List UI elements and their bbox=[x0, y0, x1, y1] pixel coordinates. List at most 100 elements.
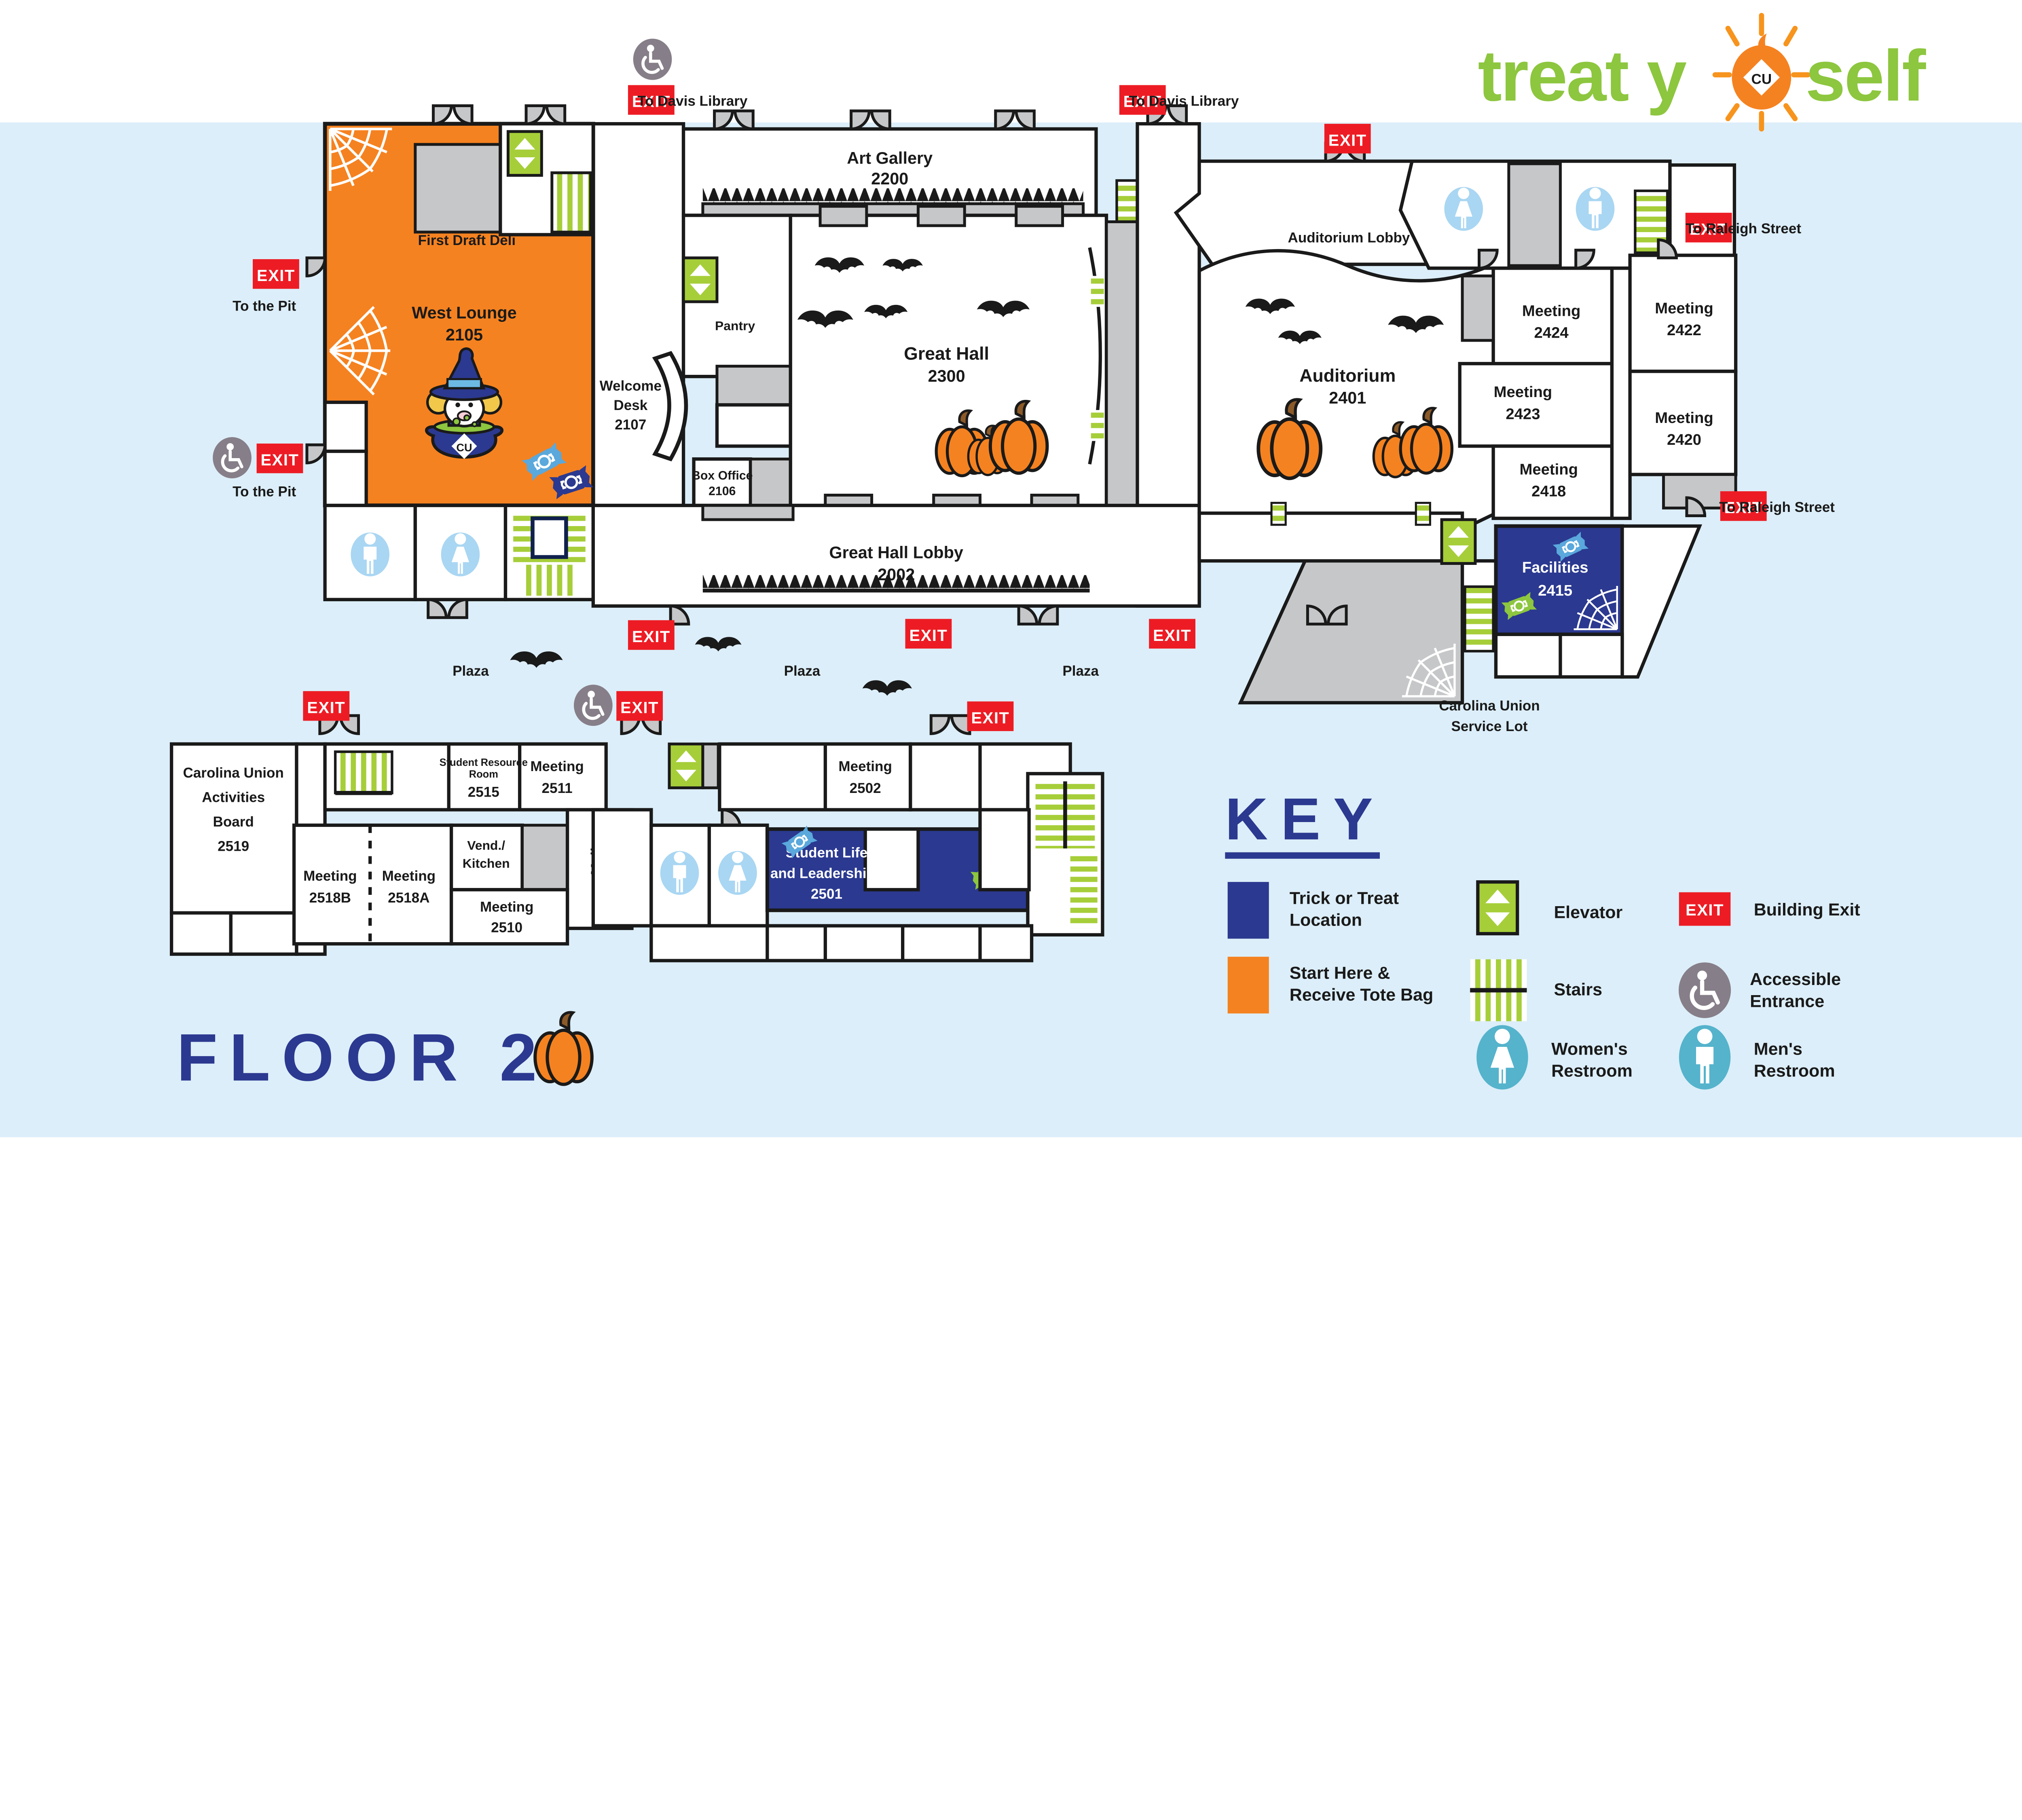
facilities-room bbox=[1494, 524, 1624, 636]
legend-trick-swatch bbox=[1227, 882, 1269, 939]
meeting-2423-room bbox=[1458, 362, 1614, 448]
to-the-pit-label: To the Pit bbox=[233, 484, 296, 500]
plaza-exits: EXIT EXIT EXIT Plaza Plaza Plaza bbox=[453, 619, 1195, 696]
meeting-2422-label: Meeting bbox=[1655, 300, 1713, 317]
meeting-2518b-label: Meeting bbox=[303, 868, 357, 884]
exit-sign-raleigh-1: EXIT To Raleigh Street bbox=[1685, 213, 1801, 243]
facilities-block: Facilities 2415 Carolina Union Service L… bbox=[1439, 524, 1702, 734]
small-room bbox=[715, 403, 792, 448]
legend-elevator-label: Elevator bbox=[1554, 903, 1622, 922]
plaza-label: Plaza bbox=[1062, 663, 1099, 679]
meeting-2502-room bbox=[718, 742, 912, 812]
box-office-room bbox=[692, 457, 753, 507]
legend-trick-label1: Trick or Treat bbox=[1290, 888, 1399, 908]
stairs-threshold bbox=[1270, 502, 1287, 526]
service-lot-label2: Service Lot bbox=[1451, 719, 1528, 734]
cuab-label1: Carolina Union bbox=[183, 765, 283, 781]
meeting-2423-number: 2423 bbox=[1506, 405, 1540, 423]
meeting-2424-room bbox=[1491, 266, 1614, 366]
pantry-label: Pantry bbox=[715, 318, 755, 333]
backstage-area bbox=[1238, 559, 1464, 705]
gallery-wall-teeth bbox=[702, 188, 1083, 204]
exit-badge-label: EXIT bbox=[632, 628, 670, 646]
exit-sign-davis-1: EXIT To Davis Library bbox=[628, 85, 748, 115]
vend-label1: Vend./ bbox=[467, 838, 505, 852]
stairs-icon bbox=[1070, 851, 1098, 928]
legend-accessible-label1: Accessible bbox=[1750, 970, 1841, 989]
student-life-number: 2501 bbox=[811, 886, 842, 902]
gallery-block: Art Gallery 2200 Pantry Box Office 2106 bbox=[681, 127, 1146, 507]
east-vestibule-strip bbox=[1105, 220, 1139, 507]
exit-badge-label: EXIT bbox=[1123, 93, 1162, 111]
west-lounge-number: 2105 bbox=[446, 325, 483, 344]
plaza-label: Plaza bbox=[784, 663, 821, 679]
exit-badge-label: EXIT bbox=[1690, 220, 1728, 238]
raleigh-street-label: To Raleigh Street bbox=[1686, 221, 1801, 237]
meeting-2511-number: 2511 bbox=[542, 780, 573, 796]
floor-label: FLOOR 2 bbox=[177, 1020, 548, 1095]
meeting-2511-label: Meeting bbox=[530, 759, 584, 774]
cuab-number: 2519 bbox=[218, 839, 249, 854]
art-gallery-number: 2200 bbox=[871, 169, 908, 188]
corridor bbox=[1610, 266, 1632, 520]
auditorium-label: Auditorium bbox=[1299, 366, 1396, 386]
east-wedge-rooms bbox=[1620, 524, 1702, 679]
stairs-icon bbox=[1464, 585, 1495, 653]
great-hall-number: 2300 bbox=[928, 366, 965, 385]
exit-badge-label: EXIT bbox=[1328, 131, 1367, 149]
exit-sign-raleigh-2: EXIT To Raleigh Street bbox=[1719, 491, 1835, 521]
meeting-2424-label: Meeting bbox=[1522, 302, 1581, 319]
exit-badge-label: EXIT bbox=[1724, 499, 1763, 517]
lobby-number: 2002 bbox=[878, 565, 915, 584]
meeting-2422-number: 2422 bbox=[1667, 321, 1701, 339]
legend-accessible-label2: Entrance bbox=[1750, 991, 1824, 1011]
box-office-number: 2106 bbox=[709, 484, 736, 498]
legend-start-swatch bbox=[1227, 957, 1269, 1014]
meeting-2423-label: Meeting bbox=[1494, 383, 1552, 401]
welcome-desk-counter bbox=[652, 351, 688, 461]
small-room bbox=[323, 449, 368, 507]
davis-library-label: To Davis Library bbox=[637, 93, 748, 109]
exit-badge-label: EXIT bbox=[971, 709, 1010, 727]
logo: treat y CU self bbox=[1478, 13, 1927, 132]
gray-room bbox=[1461, 274, 1495, 342]
meeting-2510-room bbox=[449, 888, 569, 946]
south-building-exits: EXIT EXIT EXIT bbox=[303, 685, 1014, 731]
legend-stairs-label: Stairs bbox=[1554, 980, 1602, 1000]
floor-title: FLOOR 2 bbox=[177, 1013, 592, 1095]
meeting-2418-label: Meeting bbox=[1519, 461, 1578, 478]
lobby-block: Great Hall Lobby 2002 bbox=[591, 503, 1201, 608]
meeting-2510-number: 2510 bbox=[491, 920, 522, 935]
gray-room bbox=[749, 457, 792, 507]
box-office-label: Box Office bbox=[692, 469, 753, 482]
raleigh-street-label: To Raleigh Street bbox=[1719, 499, 1835, 515]
small-room bbox=[323, 400, 368, 453]
elevator-icon bbox=[669, 744, 703, 788]
meeting-2420-room bbox=[1628, 370, 1738, 476]
bottom-row bbox=[649, 924, 1034, 962]
legend-trick-label2: Location bbox=[1290, 911, 1362, 930]
gray-room bbox=[715, 365, 792, 406]
meeting-2518a-number: 2518A bbox=[388, 890, 429, 906]
legend-mens-label1: Men's bbox=[1754, 1039, 1802, 1059]
logo-pumpkin-icon: CU bbox=[1712, 13, 1811, 132]
sub-room bbox=[863, 827, 920, 892]
vestibule bbox=[916, 205, 966, 227]
gray-room bbox=[520, 824, 569, 891]
exit-badge-label: EXIT bbox=[307, 699, 345, 717]
exit-badge-label: EXIT bbox=[620, 699, 659, 717]
service-lot-label1: Carolina Union bbox=[1439, 698, 1540, 714]
exit-sign-davis-2: EXIT To Davis Library bbox=[1119, 85, 1239, 115]
accessible-entrance-icon bbox=[213, 437, 252, 478]
legend-womens-label1: Women's bbox=[1551, 1039, 1628, 1059]
key-legend: KEY Trick or Treat Location Start Here &… bbox=[1225, 786, 1860, 1090]
meeting-2518-room bbox=[292, 823, 453, 946]
exit-badge-label: EXIT bbox=[260, 451, 299, 469]
cuab-room bbox=[169, 742, 298, 915]
logo-text-1: treat y bbox=[1478, 35, 1687, 116]
stairs-icon bbox=[523, 564, 575, 596]
legend-accessible-icon bbox=[1679, 962, 1731, 1018]
stair-landing bbox=[531, 516, 568, 559]
cauldron-cu-label: CU bbox=[456, 441, 472, 454]
stairs-threshold bbox=[1091, 410, 1104, 441]
